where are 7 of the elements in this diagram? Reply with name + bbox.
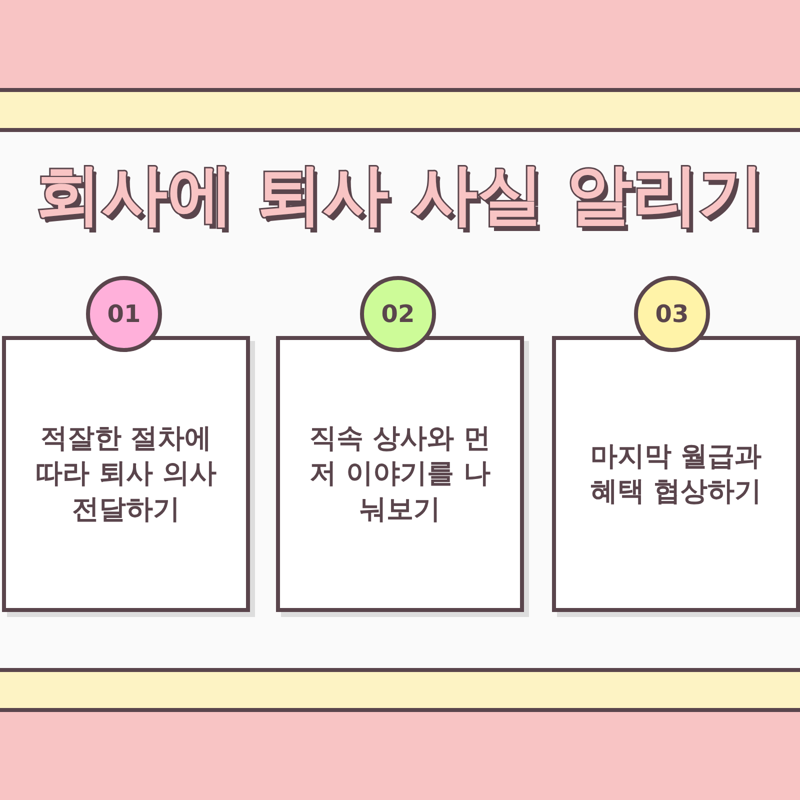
step-text: 적잘한 절차에 따라 퇴사 의사 전달하기 (34, 422, 218, 527)
step-text: 마지막 월급과 혜택 협상하기 (589, 440, 763, 509)
step-number: 02 (381, 300, 415, 328)
step-text: 직속 상사와 먼저 이야기를 나눠보기 (308, 422, 492, 527)
title: 회사에 퇴사 사실 알리기 (34, 155, 766, 235)
step-number: 03 (655, 300, 689, 328)
step-number: 01 (107, 300, 141, 328)
